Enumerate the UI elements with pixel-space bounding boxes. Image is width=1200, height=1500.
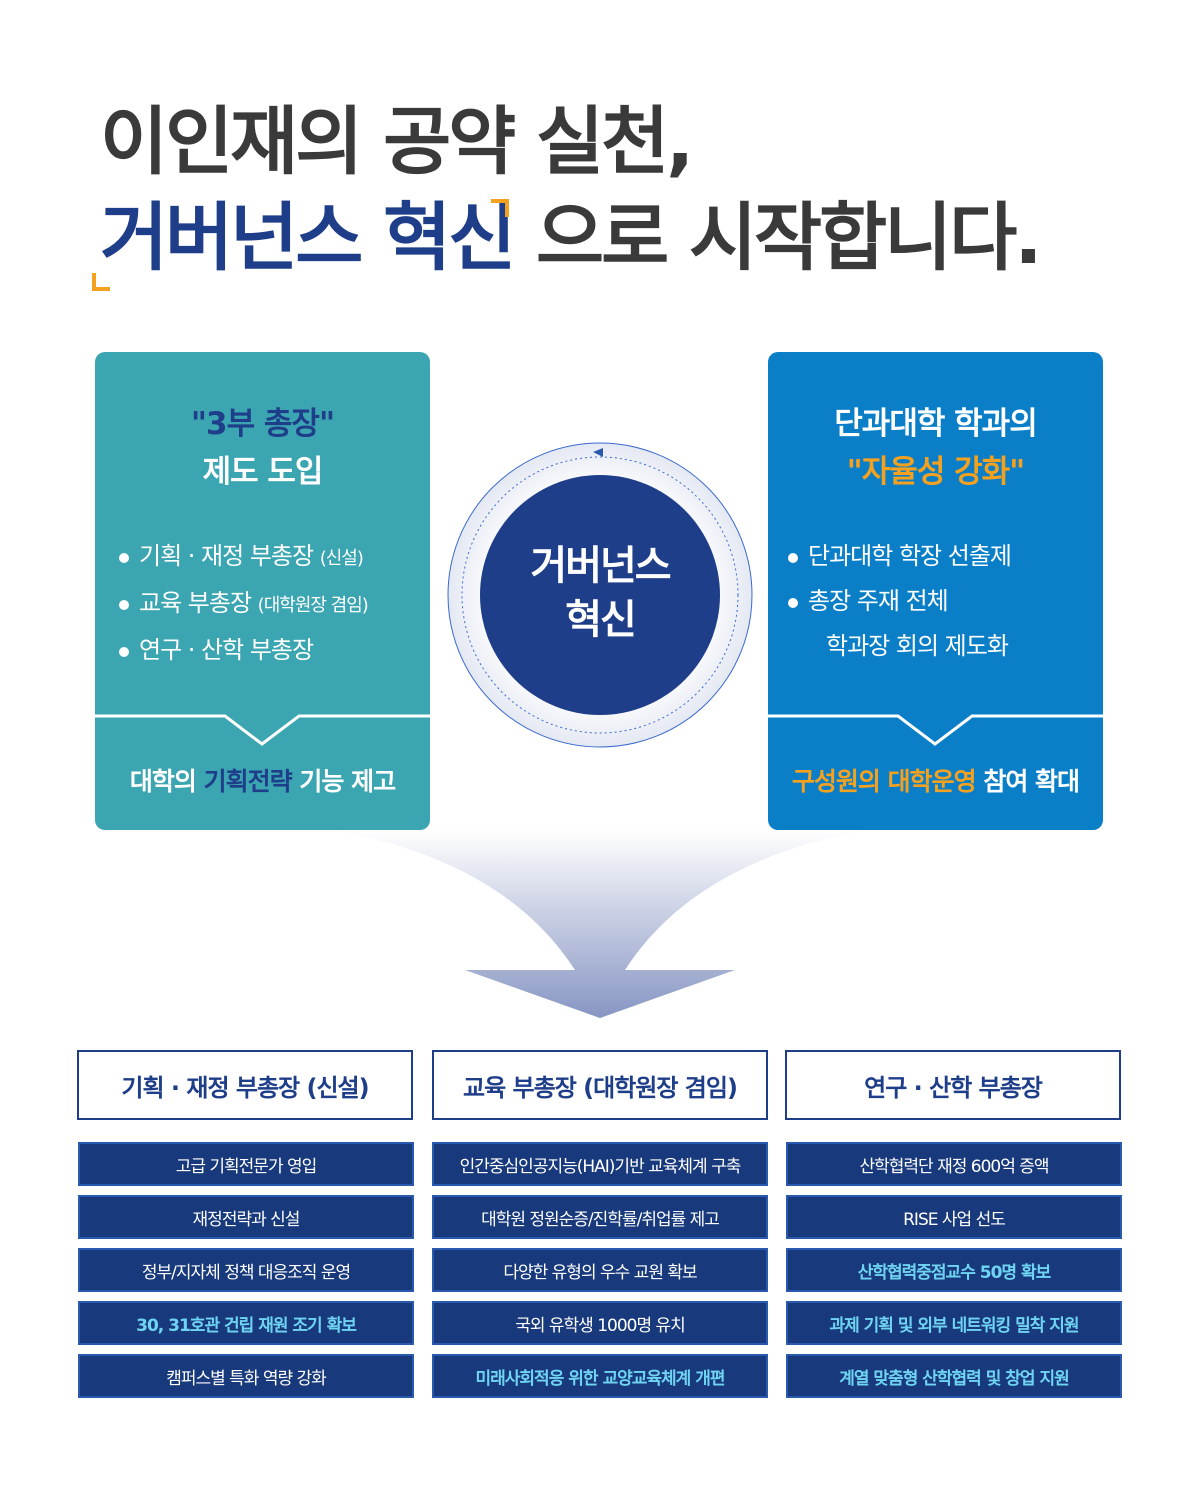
list-item: 총장 주재 전체 <box>786 579 1011 624</box>
headline-line2: 거버넌스 혁신 으로 시작합니다. <box>92 178 1042 291</box>
card-footer: 대학의 기획전략 기능 제고 <box>129 767 396 796</box>
bracket-right-decoration <box>491 199 510 217</box>
merge-arrow-icon <box>330 830 870 1018</box>
research-items: 산학협력단 재정 600억 증액 RISE 사업 선도 산학협력중점교수 50명… <box>786 1142 1122 1407</box>
bracket-left-decoration <box>92 273 110 291</box>
list-item-highlight: 계열 맞춤형 산학협력 및 창업 지원 <box>786 1354 1122 1398</box>
list-item: 캠퍼스별 특화 역량 강화 <box>78 1354 414 1398</box>
headline-accent-text: 거버넌스 혁신 <box>100 195 516 281</box>
list-item: 다양한 유형의 우수 교원 확보 <box>432 1248 768 1292</box>
headline-line1: 이인재의 공약 실천, <box>100 99 694 185</box>
card-title-quote: "3부 총장" <box>190 406 335 442</box>
headline-rest: 으로 시작합니다. <box>536 195 1042 281</box>
list-item: RISE 사업 선도 <box>786 1195 1122 1239</box>
list-item-highlight: 미래사회적응 위한 교양교육체계 개편 <box>432 1354 768 1398</box>
autonomy-list: 단과대학 학장 선출제 총장 주재 전체 학과장 회의 제도화 <box>786 534 1012 669</box>
headline-accent: 거버넌스 혁신 <box>92 195 516 291</box>
column-header-planning: 기획 · 재정 부총장 (신설) <box>77 1050 413 1120</box>
card-title-line1: 단과대학 학과의 <box>834 406 1037 442</box>
education-items: 인간중심인공지능(HAI)기반 교육체계 구축 대학원 정원순증/진학률/취업률… <box>432 1142 768 1407</box>
list-item-continuation: 학과장 회의 제도화 <box>826 632 1009 660</box>
circle-line1: 거버넌스 <box>530 543 671 589</box>
card-footer: 구성원의 대학운영 참여 확대 <box>791 767 1080 796</box>
card-title-quote: "자율성 강화" <box>846 454 1026 490</box>
planning-items: 고급 기획전문가 영입 재정전략과 신설 정부/지자체 정책 대응조직 운영 3… <box>78 1142 414 1407</box>
list-item-highlight: 30, 31호관 건립 재원 조기 확보 <box>78 1301 414 1345</box>
chevron-divider-icon <box>768 714 1103 746</box>
list-item: 산학협력단 재정 600억 증액 <box>786 1142 1122 1186</box>
list-item: 고급 기획전문가 영입 <box>78 1142 414 1186</box>
list-item: 정부/지자체 정책 대응조직 운영 <box>78 1248 414 1292</box>
chevron-divider-icon <box>95 714 430 746</box>
governance-circle: 거버넌스 혁신 <box>445 440 755 750</box>
three-vice-president-card: "3부 총장" 제도 도입 기획 · 재정 부총장 (신설) 교육 부총장 (대… <box>95 352 430 830</box>
list-item: 단과대학 학장 선출제 <box>786 534 1012 579</box>
list-item: 재정전략과 신설 <box>78 1195 414 1239</box>
list-item-highlight: 과제 기획 및 외부 네트워킹 밀착 지원 <box>786 1301 1122 1345</box>
list-item: 교육 부총장 (대학원장 겸임) <box>117 581 369 628</box>
list-item: 인간중심인공지능(HAI)기반 교육체계 구축 <box>432 1142 768 1186</box>
list-item: 대학원 정원순증/진학률/취업률 제고 <box>432 1195 768 1239</box>
college-autonomy-card: 단과대학 학과의 "자율성 강화" 단과대학 학장 선출제 총장 주재 전체 학… <box>768 352 1103 830</box>
column-header-education: 교육 부총장 (대학원장 겸임) <box>432 1050 768 1120</box>
list-item-highlight: 산학협력중점교수 50명 확보 <box>786 1248 1122 1292</box>
list-item: 연구 · 산학 부총장 <box>117 628 368 673</box>
card-title: 단과대학 학과의 "자율성 강화" <box>768 400 1103 496</box>
list-item: 기획 · 재정 부총장 (신설) <box>117 534 368 581</box>
list-item: 국외 유학생 1000명 유치 <box>432 1301 768 1345</box>
vice-president-list: 기획 · 재정 부총장 (신설) 교육 부총장 (대학원장 겸임) 연구 · 산… <box>117 534 369 673</box>
card-title-rest: 제도 도입 <box>202 454 324 490</box>
card-title: "3부 총장" 제도 도입 <box>95 400 430 496</box>
column-header-research: 연구 · 산학 부총장 <box>785 1050 1121 1120</box>
circle-line2: 혁신 <box>565 597 637 643</box>
circle-ring-icon <box>447 442 753 748</box>
